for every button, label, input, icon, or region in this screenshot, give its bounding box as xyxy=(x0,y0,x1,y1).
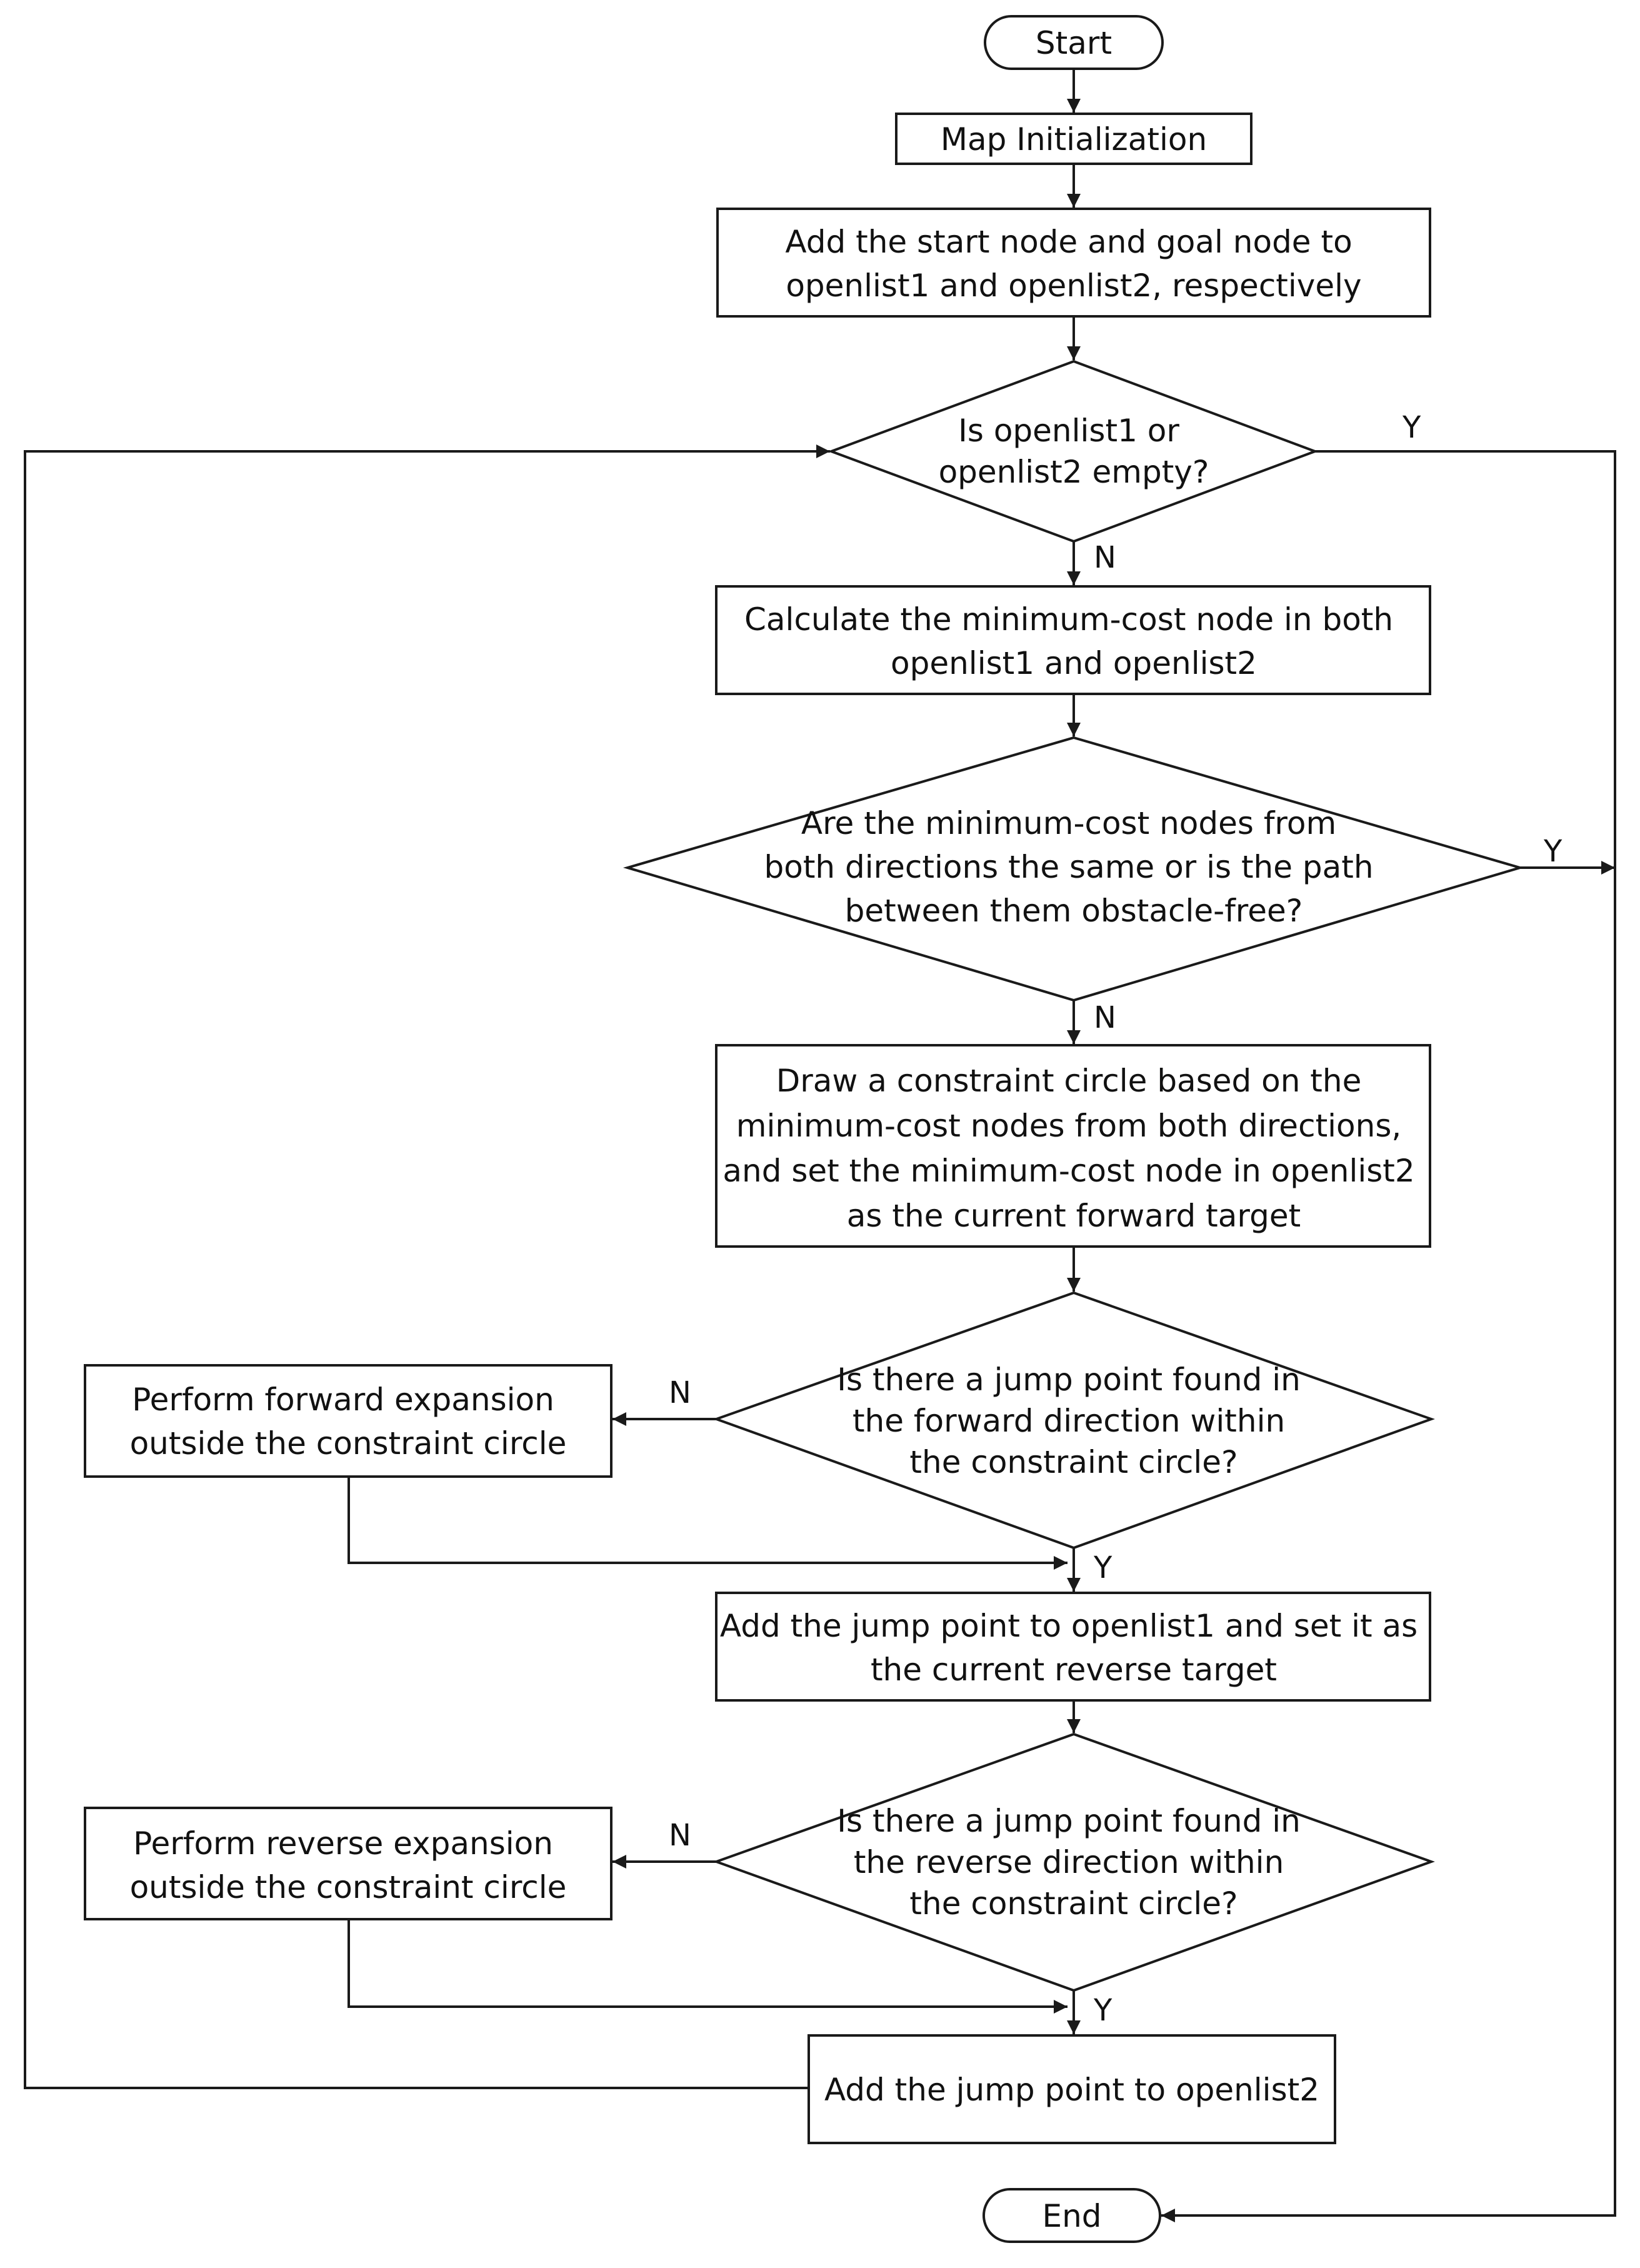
arrow-forward-expand-return xyxy=(348,1477,1068,1570)
calc-min-cost-label: Calculate the minimum-cost node in both … xyxy=(744,601,1403,681)
calc-min-cost-box xyxy=(715,585,1431,695)
arrow-check-empty-yes-to-end xyxy=(1161,450,1616,2222)
check-same-label: Are the minimum-cost nodes from both dir… xyxy=(764,805,1384,929)
add-jump-ol2-label: Add the jump point to openlist2 xyxy=(824,2072,1319,2108)
check-empty-label: Is openlist1 or openlist2 empty? xyxy=(939,413,1209,490)
map-init-box xyxy=(895,113,1252,165)
end-label: End xyxy=(1042,2198,1101,2234)
same-yes-label: Y xyxy=(1543,834,1562,869)
draw-circle-box xyxy=(715,1044,1431,1248)
check-forward-label: Is there a jump point found in the forwa… xyxy=(837,1362,1310,1480)
check-reverse-decision xyxy=(712,1732,1435,1992)
shapes xyxy=(84,15,1525,2243)
connectors xyxy=(24,69,1616,2222)
reverse-yes-label: Y xyxy=(1093,1993,1112,2028)
add-start-goal-label: Add the start node and goal node to open… xyxy=(785,224,1362,304)
empty-no-label: N xyxy=(1094,540,1116,575)
reverse-expand-box xyxy=(84,1807,612,1920)
start-terminal xyxy=(984,15,1164,70)
end-terminal xyxy=(982,2188,1161,2243)
add-jump-ol1-box xyxy=(715,1592,1431,1702)
check-empty-decision xyxy=(828,359,1319,543)
add-start-goal-box xyxy=(716,208,1431,318)
same-no-label: N xyxy=(1094,1000,1116,1035)
node-text: Start Map Initialization Add the start n… xyxy=(130,25,1428,2234)
reverse-expand-label: Perform reverse expansion outside the co… xyxy=(130,1825,567,1905)
map-init-label: Map Initialization xyxy=(941,121,1207,158)
empty-yes-label: Y xyxy=(1402,410,1421,445)
forward-expand-label: Perform forward expansion outside the co… xyxy=(130,1382,567,1462)
add-jump-ol2-box xyxy=(808,2034,1336,2144)
add-jump-ol1-label: Add the jump point to openlist1 and set … xyxy=(720,1608,1428,1688)
check-same-decision xyxy=(622,736,1525,1002)
check-reverse-label: Is there a jump point found in the rever… xyxy=(837,1803,1310,1922)
reverse-no-label: N xyxy=(669,1818,691,1853)
draw-circle-label: Draw a constraint circle based on the mi… xyxy=(722,1063,1424,1234)
arrow-loop-back-to-check-empty xyxy=(24,444,830,2089)
forward-expand-box xyxy=(84,1364,612,1478)
forward-yes-label: Y xyxy=(1093,1550,1112,1585)
check-forward-decision xyxy=(712,1291,1435,1550)
branch-labels: Y N Y N N Y N Y xyxy=(669,410,1562,2028)
start-label: Start xyxy=(1036,25,1112,61)
forward-no-label: N xyxy=(669,1375,691,1410)
arrow-reverse-expand-return xyxy=(348,1919,1068,2014)
